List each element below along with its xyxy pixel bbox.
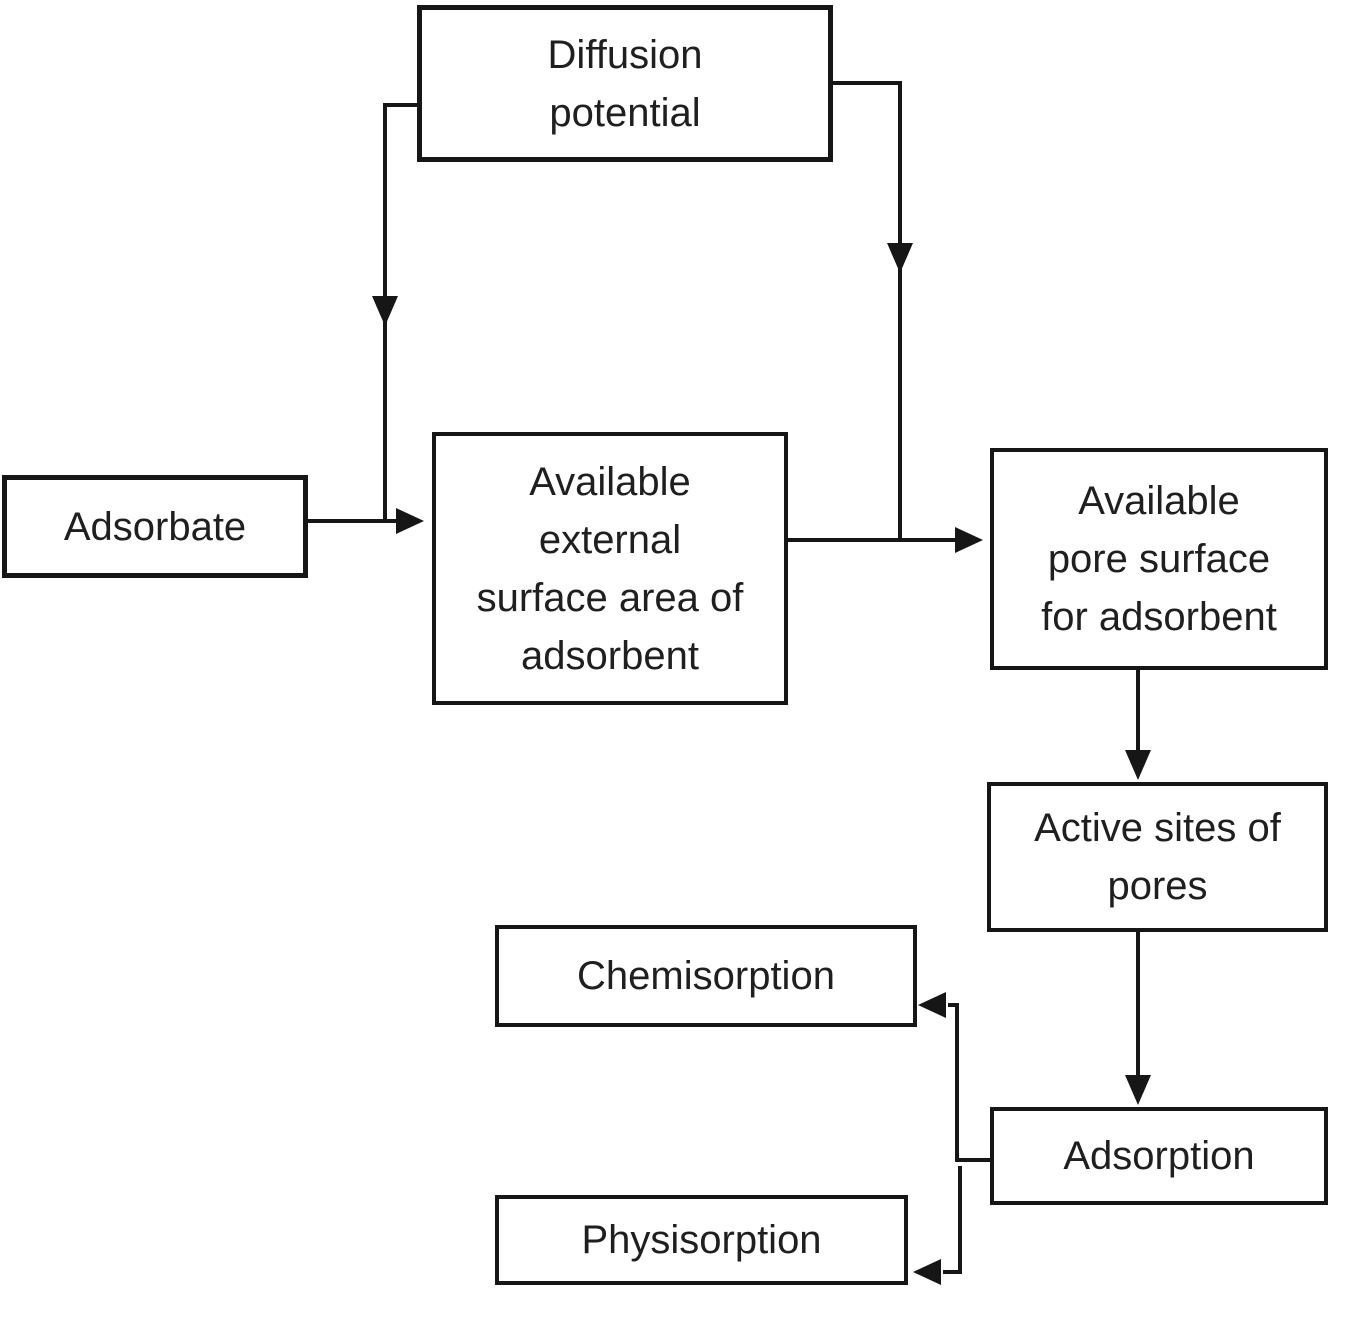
node-adsorption-label: Adsorption bbox=[1063, 1134, 1255, 1178]
node-adsorbate: Adsorbate bbox=[2, 475, 308, 578]
connector-diffusion-to-pore-surface-arrowhead bbox=[887, 243, 913, 273]
connector-diffusion-to-pore-surface bbox=[831, 81, 902, 538]
node-physisorption-label: Physisorption bbox=[581, 1218, 822, 1262]
node-adsorption: Adsorption bbox=[990, 1107, 1328, 1205]
node-active-sites-label: Active sites of pores bbox=[1034, 806, 1281, 908]
node-pore-surface: Available pore surface for adsorbent bbox=[990, 448, 1328, 670]
connector-adsorption-to-chemisorption bbox=[948, 1003, 990, 1162]
node-physisorption: Physisorption bbox=[495, 1195, 908, 1285]
connector-diffusion-to-external-surface-arrowhead bbox=[372, 296, 398, 326]
node-chemisorption: Chemisorption bbox=[495, 925, 917, 1027]
node-diffusion-potential: Diffusion potential bbox=[417, 5, 833, 162]
connector-adsorption-to-chemisorption-arrowhead bbox=[918, 992, 946, 1018]
connector-adsorbate-to-external-surface-arrowhead bbox=[396, 508, 424, 534]
node-external-surface-area: Available external surface area of adsor… bbox=[432, 432, 788, 705]
node-pore-surface-label: Available pore surface for adsorbent bbox=[1041, 479, 1277, 639]
node-chemisorption-label: Chemisorption bbox=[577, 954, 835, 998]
connector-external-surface-to-pore-surface-arrowhead bbox=[955, 527, 983, 553]
connector-pore-surface-to-active-sites-arrowhead bbox=[1125, 750, 1151, 780]
node-adsorbate-label: Adsorbate bbox=[63, 504, 247, 549]
node-active-sites: Active sites of pores bbox=[987, 782, 1328, 932]
connector-active-sites-to-adsorption-arrowhead bbox=[1125, 1075, 1151, 1105]
node-diffusion-potential-label: Diffusion potential bbox=[547, 32, 703, 135]
connector-diffusion-to-external-surface bbox=[383, 103, 419, 519]
node-external-surface-area-label: Available external surface area of adsor… bbox=[476, 459, 744, 678]
connector-adsorption-to-physisorption bbox=[943, 1166, 962, 1274]
connector-adsorption-to-physisorption-arrowhead bbox=[913, 1259, 941, 1285]
